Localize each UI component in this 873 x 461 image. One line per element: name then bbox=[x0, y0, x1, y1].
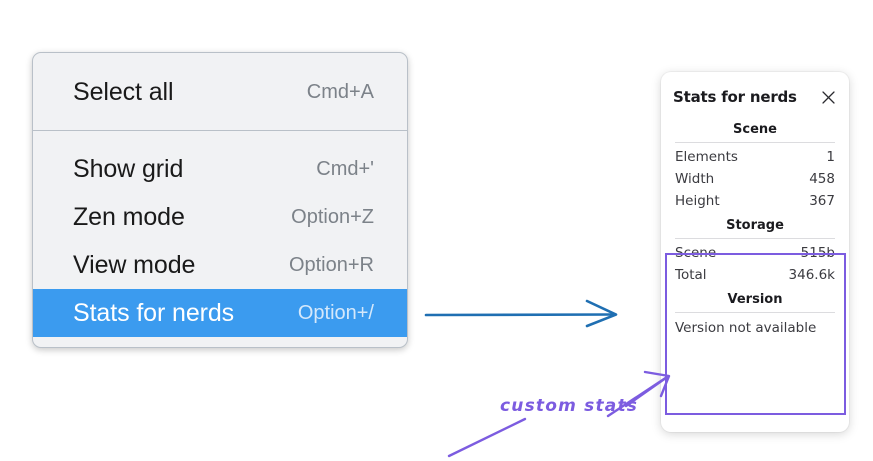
section-divider bbox=[675, 238, 835, 239]
menu-item-show-grid[interactable]: Show grid Cmd+' bbox=[33, 145, 407, 193]
blue-arrow-annotation bbox=[424, 299, 618, 328]
menu-item-label: Zen mode bbox=[73, 202, 185, 231]
stat-row-height: Height 367 bbox=[673, 190, 837, 212]
panel-title: Stats for nerds bbox=[673, 88, 797, 106]
stat-key: Scene bbox=[675, 245, 717, 261]
menu-item-view-mode[interactable]: View mode Option+R bbox=[33, 241, 407, 289]
close-icon[interactable] bbox=[819, 88, 837, 106]
stat-key: Elements bbox=[675, 149, 738, 165]
custom-stats-arrow-annotation bbox=[447, 370, 671, 458]
menu-group-2: Show grid Cmd+' Zen mode Option+Z View m… bbox=[33, 131, 407, 347]
stat-value: 346.6k bbox=[788, 267, 835, 283]
menu-item-stats-for-nerds[interactable]: Stats for nerds Option+/ bbox=[33, 289, 407, 337]
menu-item-shortcut: Option+Z bbox=[291, 205, 374, 228]
menu-item-label: View mode bbox=[73, 250, 196, 279]
custom-stats-label: custom stats bbox=[500, 396, 639, 416]
panel-header: Stats for nerds bbox=[673, 72, 837, 116]
stat-value: 367 bbox=[809, 193, 835, 209]
menu-item-shortcut: Option+/ bbox=[297, 301, 374, 324]
menu-item-label: Select all bbox=[73, 77, 174, 106]
stats-for-nerds-panel[interactable]: Stats for nerds Scene Elements 1 Width 4… bbox=[661, 72, 849, 432]
section-divider bbox=[675, 312, 835, 313]
stat-value: 1 bbox=[826, 149, 835, 165]
version-value: Version not available bbox=[675, 320, 817, 336]
menu-group-1: Select all Cmd+A bbox=[33, 53, 407, 130]
menu-item-label: Stats for nerds bbox=[73, 298, 235, 327]
stat-value: 458 bbox=[809, 171, 835, 187]
menu-item-shortcut: Cmd+A bbox=[306, 80, 374, 103]
section-title-version: Version bbox=[727, 292, 783, 307]
stat-key: Total bbox=[675, 267, 707, 283]
stat-value: 515b bbox=[800, 245, 835, 261]
section-title-scene: Scene bbox=[733, 122, 777, 137]
stat-key: Width bbox=[675, 171, 715, 187]
menu-item-shortcut: Cmd+' bbox=[316, 157, 374, 180]
menu-bottom-padding bbox=[33, 337, 407, 347]
section-divider bbox=[675, 142, 835, 143]
stat-row-storage-total: Total 346.6k bbox=[673, 264, 837, 286]
menu-item-select-all[interactable]: Select all Cmd+A bbox=[33, 68, 407, 116]
menu-item-label: Show grid bbox=[73, 154, 184, 183]
stat-key: Height bbox=[675, 193, 720, 209]
context-menu[interactable]: Select all Cmd+A Show grid Cmd+' Zen mod… bbox=[32, 52, 408, 348]
menu-separator bbox=[33, 130, 407, 131]
stat-row-storage-scene: Scene 515b bbox=[673, 242, 837, 264]
stat-row-elements: Elements 1 bbox=[673, 146, 837, 168]
menu-item-zen-mode[interactable]: Zen mode Option+Z bbox=[33, 193, 407, 241]
section-title-storage: Storage bbox=[726, 218, 784, 233]
stat-row-width: Width 458 bbox=[673, 168, 837, 190]
menu-item-shortcut: Option+R bbox=[288, 253, 374, 276]
